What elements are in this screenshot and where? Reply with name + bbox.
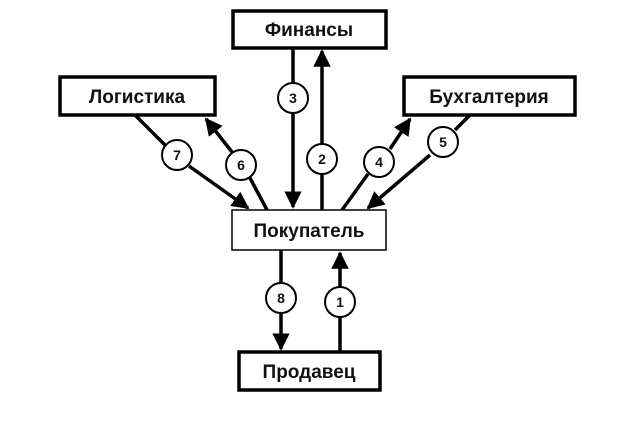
flow-7-arrow: [187, 164, 250, 210]
node-accounting-label: Бухгалтерия: [429, 87, 549, 108]
flow-7-badge: 7: [161, 139, 193, 171]
flow-2-badge: 2: [306, 143, 338, 175]
flow-6-number: 6: [237, 157, 245, 173]
node-seller: Продавец: [237, 350, 382, 392]
flow-1-number: 1: [336, 294, 344, 310]
flow-8-number: 8: [277, 290, 285, 306]
flow-3-badge: 3: [277, 82, 309, 114]
node-finance-label: Финансы: [265, 20, 353, 41]
flow-6-badge: 6: [225, 149, 257, 181]
node-seller-label: Продавец: [263, 362, 356, 383]
flow-8-badge: 8: [265, 282, 297, 314]
flow-4-line: [340, 172, 370, 212]
flow-5-line: [453, 113, 472, 132]
node-buyer: Покупатель: [231, 209, 387, 251]
flow-4-number: 4: [375, 154, 383, 170]
flow-4-arrow: [388, 117, 412, 150]
flow-6-line: [248, 177, 269, 211]
flow-4-badge: 4: [363, 146, 395, 178]
node-logistics: Логистика: [58, 75, 217, 117]
node-buyer-label: Покупатель: [253, 221, 364, 242]
node-accounting: Бухгалтерия: [402, 75, 577, 117]
flow-2-number: 2: [318, 151, 326, 167]
node-finance: Финансы: [231, 9, 388, 50]
flow-6-arrow: [204, 117, 234, 154]
flow-7-line: [133, 113, 167, 147]
flow-5-badge: 5: [427, 126, 459, 158]
connectors: [133, 48, 472, 352]
flow-3-number: 3: [289, 90, 297, 106]
flow-5-arrow: [366, 153, 432, 210]
flow-1-badge: 1: [324, 286, 356, 318]
node-logistics-label: Логистика: [89, 87, 186, 108]
flow-7-number: 7: [173, 147, 181, 163]
flow-5-number: 5: [439, 134, 447, 150]
